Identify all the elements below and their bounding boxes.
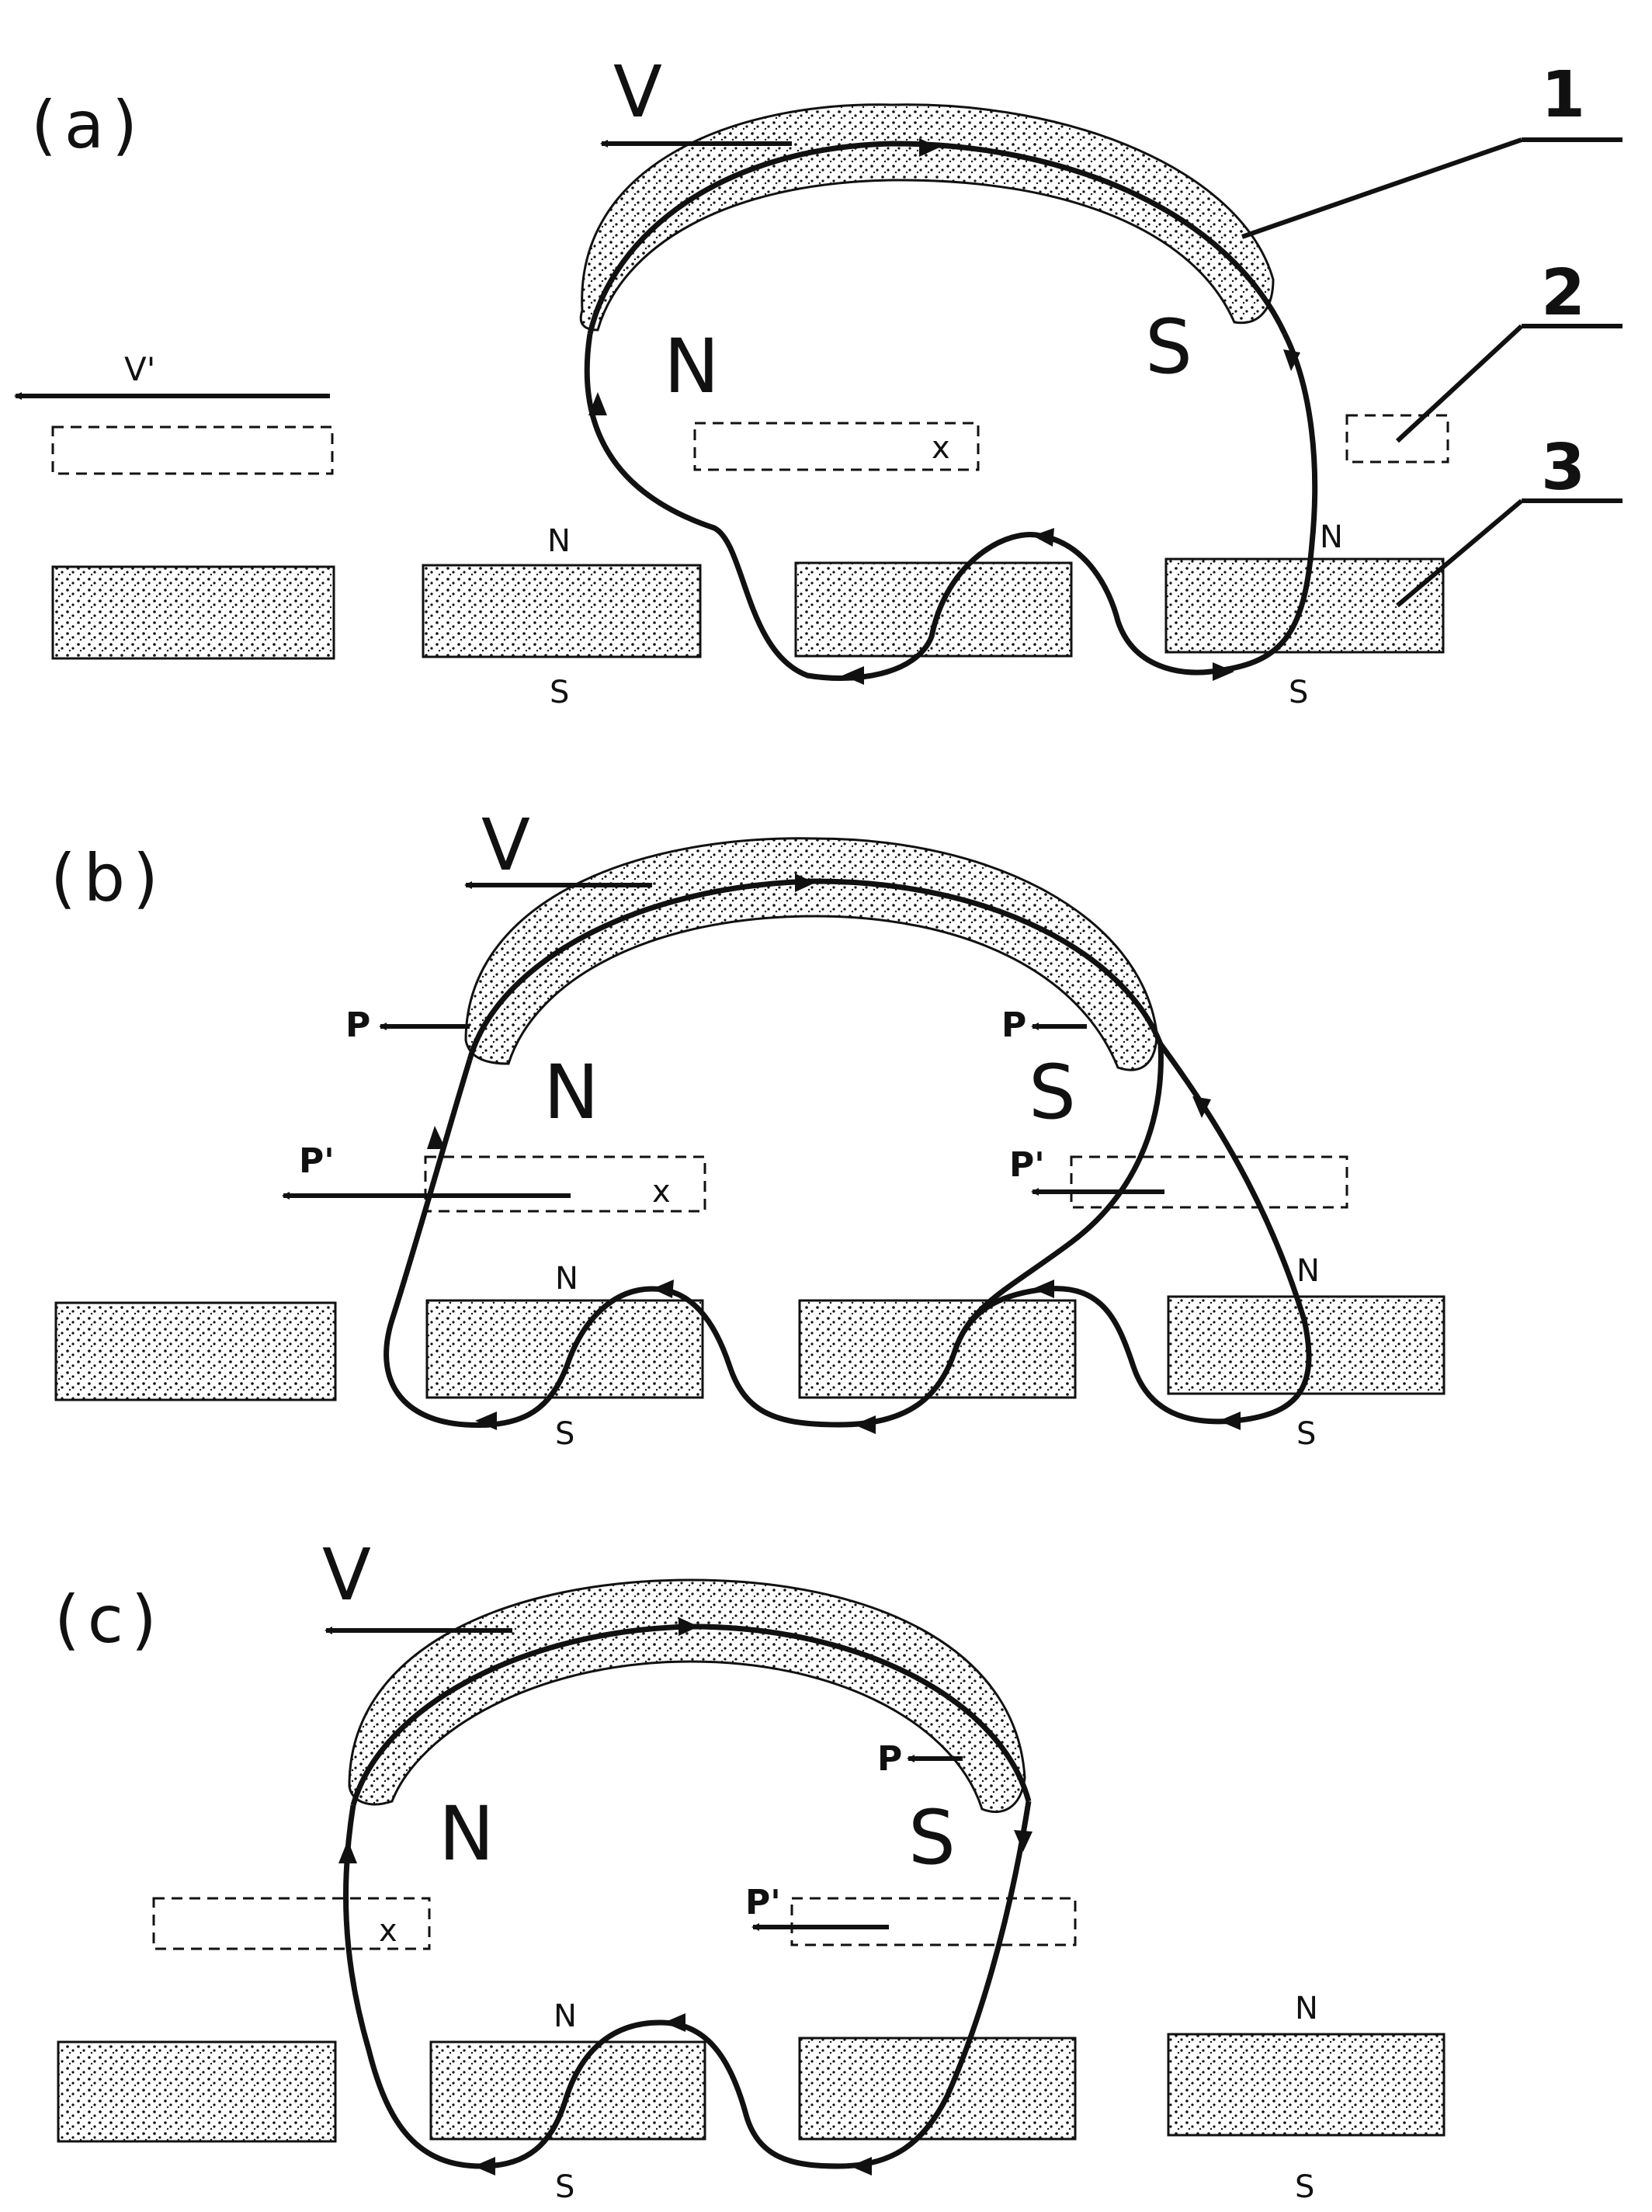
field-arrowhead	[1213, 662, 1234, 681]
field-loop	[584, 332, 1318, 681]
panel-c-label: (c)	[54, 1582, 165, 1658]
armature-segment	[1070, 1155, 1348, 1209]
marker-x: x	[932, 430, 950, 466]
stator-block	[57, 2040, 337, 2143]
field-loop	[384, 1042, 1312, 1429]
armature-segment	[424, 1155, 706, 1213]
field-loop	[342, 1801, 1032, 2169]
field-arrowhead	[919, 138, 939, 157]
armature-segment	[1345, 414, 1449, 464]
field-arrowhead	[475, 1412, 497, 1430]
field-arrowhead	[427, 1126, 446, 1149]
field-arrowhead	[795, 873, 815, 892]
field-arrowhead	[1032, 1280, 1054, 1298]
rail-south-label: S	[555, 2169, 574, 2205]
field-arrowhead	[854, 1415, 876, 1434]
armature-segment	[693, 422, 980, 471]
stator-block	[1167, 2033, 1446, 2137]
panel-a: (a) V N S V' x N S N S	[14, 50, 1622, 710]
field-arrowhead	[474, 2157, 495, 2176]
pole-north-label: N	[664, 323, 720, 410]
field-arrowhead	[1032, 528, 1054, 547]
panel-b-label: (b)	[50, 840, 166, 916]
stator-block	[51, 565, 335, 660]
rail-north-label: N	[1295, 1991, 1318, 2026]
field-arrowhead	[588, 392, 607, 415]
force-label: P'	[1009, 1145, 1045, 1185]
field-arrowhead	[850, 2157, 872, 2176]
field-arrowhead	[1014, 1830, 1032, 1852]
rail-south-label: S	[550, 675, 569, 710]
pole-north-label: N	[439, 1790, 495, 1877]
magnet-field-line	[467, 878, 1164, 1061]
field-arrowhead	[678, 1617, 699, 1636]
magnet-arc	[464, 837, 1158, 1071]
stator-block	[798, 2037, 1077, 2141]
pole-south-label: S	[908, 1794, 956, 1881]
panel-a-label: (a)	[31, 87, 145, 163]
stator-block	[1164, 557, 1445, 654]
secondary-velocity-label: V'	[124, 350, 155, 388]
field-arrowhead	[338, 1840, 357, 1863]
field-arrowhead	[1192, 1096, 1211, 1118]
pole-south-label: S	[1029, 1049, 1076, 1136]
callout-3: 3	[1541, 431, 1585, 505]
magnet-arc	[579, 103, 1275, 332]
pole-north-label: N	[543, 1049, 599, 1136]
force-label: P	[877, 1739, 902, 1779]
armature-segment	[790, 1897, 1077, 1946]
stator-block	[794, 561, 1073, 658]
force-label: P'	[299, 1141, 335, 1181]
field-arrowhead	[1219, 1412, 1241, 1430]
magnet-arc	[348, 1578, 1026, 1814]
marker-x: x	[652, 1174, 671, 1210]
rail-north-label: N	[547, 523, 571, 559]
magnet-field-line	[587, 141, 1288, 335]
rail-south-label: S	[555, 1416, 574, 1452]
stator-block	[54, 1301, 337, 1401]
field-loop	[952, 1043, 1164, 1353]
field-arrowhead	[842, 666, 864, 685]
callout-1: 1	[1541, 58, 1585, 132]
velocity-label: V	[481, 804, 530, 887]
field-arrowhead	[652, 1280, 674, 1298]
rail-north-label: N	[554, 1998, 577, 2034]
marker-x: x	[379, 1913, 397, 1949]
rail-north-label: N	[1320, 519, 1343, 555]
rail-south-label: S	[1295, 2169, 1314, 2205]
rail-south-label: S	[1289, 675, 1308, 710]
panel-c: (c) V N S P P' x N S N S	[54, 1533, 1446, 2205]
pole-south-label: S	[1145, 304, 1192, 391]
velocity-label: V	[613, 50, 662, 134]
velocity-label: V	[322, 1533, 371, 1616]
rail-south-label: S	[1296, 1416, 1316, 1452]
force-label: P	[345, 1005, 370, 1045]
field-arrowhead	[1283, 349, 1300, 371]
force-label: P	[1001, 1005, 1026, 1045]
callout-2: 2	[1541, 256, 1585, 330]
rail-north-label: N	[1296, 1253, 1320, 1289]
panel-b: (b) V N S P P P' P' x N S N S	[50, 804, 1446, 1452]
callout-1-leader	[1241, 137, 1522, 239]
callout-3-leader	[1396, 498, 1523, 608]
armature-segment	[152, 1897, 431, 1950]
stator-block	[425, 1299, 704, 1399]
force-label: P'	[745, 1883, 781, 1922]
rail-north-label: N	[555, 1261, 578, 1297]
stator-block	[422, 564, 702, 658]
armature-segment	[51, 425, 334, 475]
callout-2-leader	[1395, 324, 1524, 443]
field-arrowhead	[664, 2013, 685, 2032]
